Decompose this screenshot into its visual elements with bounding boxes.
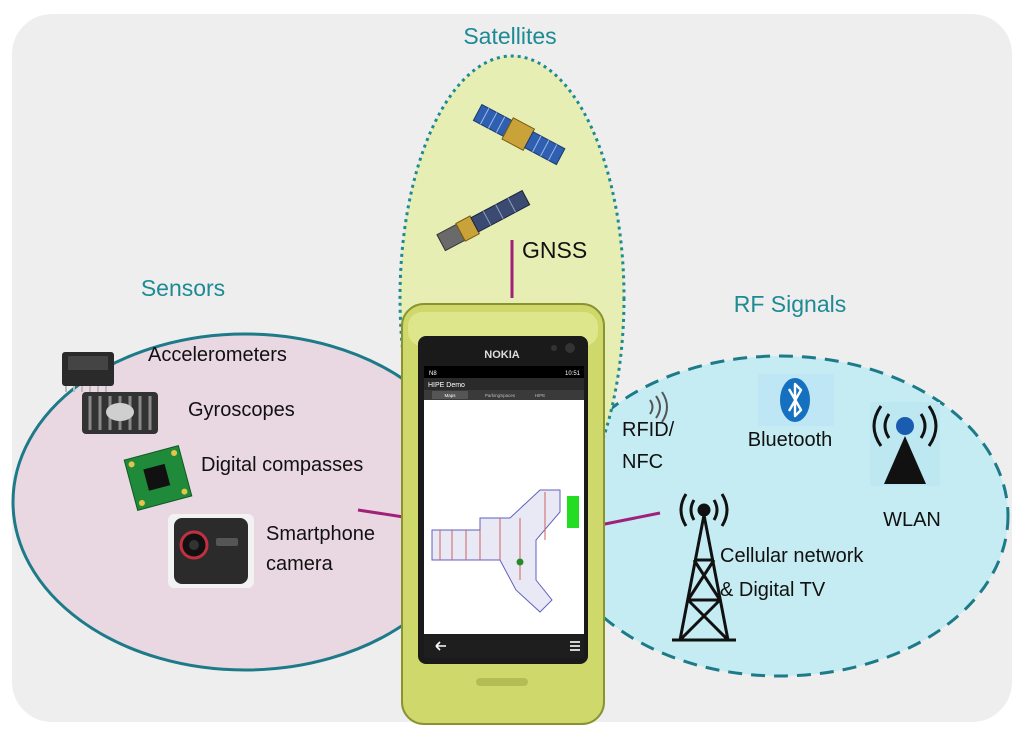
user-location-dot: [516, 558, 524, 566]
bluetooth-icon: [758, 374, 834, 426]
rfid-label-line1: RFID/: [622, 419, 675, 441]
floor-plan: [431, 489, 561, 613]
app-title: HIPE Demo: [428, 382, 465, 389]
cellular-label-line1: Cellular network: [720, 545, 864, 567]
satellite-icon: [472, 103, 566, 166]
map-view[interactable]: [424, 400, 584, 634]
gyroscopes-label: Gyroscopes: [188, 399, 295, 421]
gnss-label: GNSS: [522, 237, 587, 263]
bluetooth-label: Bluetooth: [748, 429, 833, 451]
location-marker-bar: [567, 496, 579, 528]
rfid-label-line2: NFC: [622, 451, 663, 473]
status-bar: [424, 366, 584, 378]
phone-brand: NOKIA: [484, 349, 520, 361]
tab-bar: [424, 390, 584, 400]
smartphone-camera-label-line1: Smartphone: [266, 523, 375, 545]
status-time: 10:51: [565, 371, 581, 377]
tab-maps[interactable]: [432, 391, 468, 399]
satellites-title: Satellites: [463, 23, 556, 49]
menu-icon[interactable]: [570, 641, 580, 651]
heatsink-chip-icon: [82, 392, 158, 434]
rf-connector: [599, 511, 661, 527]
cellular-label-line2: & Digital TV: [720, 579, 826, 601]
smartphone-camera-label-line2: camera: [266, 553, 334, 575]
digital-compasses-label: Digital compasses: [201, 454, 363, 476]
rfid-waves-icon: [649, 391, 668, 423]
sensor-dot-icon: [551, 345, 557, 351]
chip-icon: [62, 352, 114, 392]
smartphone: NOKIA N8 10:51 HIPE Demo Maps ParkingSpa…: [401, 303, 605, 725]
compass-board-icon: [123, 445, 193, 511]
back-arrow-icon[interactable]: [435, 641, 446, 651]
accelerometers-label: Accelerometers: [148, 344, 287, 366]
app-title-bar: [424, 378, 584, 390]
phone-bottom-bar: [424, 634, 584, 658]
wifi-antenna-icon: [870, 402, 940, 486]
rf-signals-title: RF Signals: [734, 291, 846, 317]
tab-parking-label[interactable]: ParkingSpaces: [485, 393, 516, 398]
home-key[interactable]: [476, 678, 528, 686]
front-camera-icon: [565, 343, 575, 353]
satellite-icon: [436, 189, 531, 252]
cell-tower-icon: [672, 493, 736, 642]
wlan-label: WLAN: [883, 509, 941, 531]
tab-maps-label: Maps: [444, 393, 456, 398]
camera-icon: [168, 514, 254, 588]
status-left: N8: [429, 371, 437, 377]
sensors-title: Sensors: [141, 275, 225, 301]
tab-hipe-label[interactable]: HIPE: [535, 393, 546, 398]
